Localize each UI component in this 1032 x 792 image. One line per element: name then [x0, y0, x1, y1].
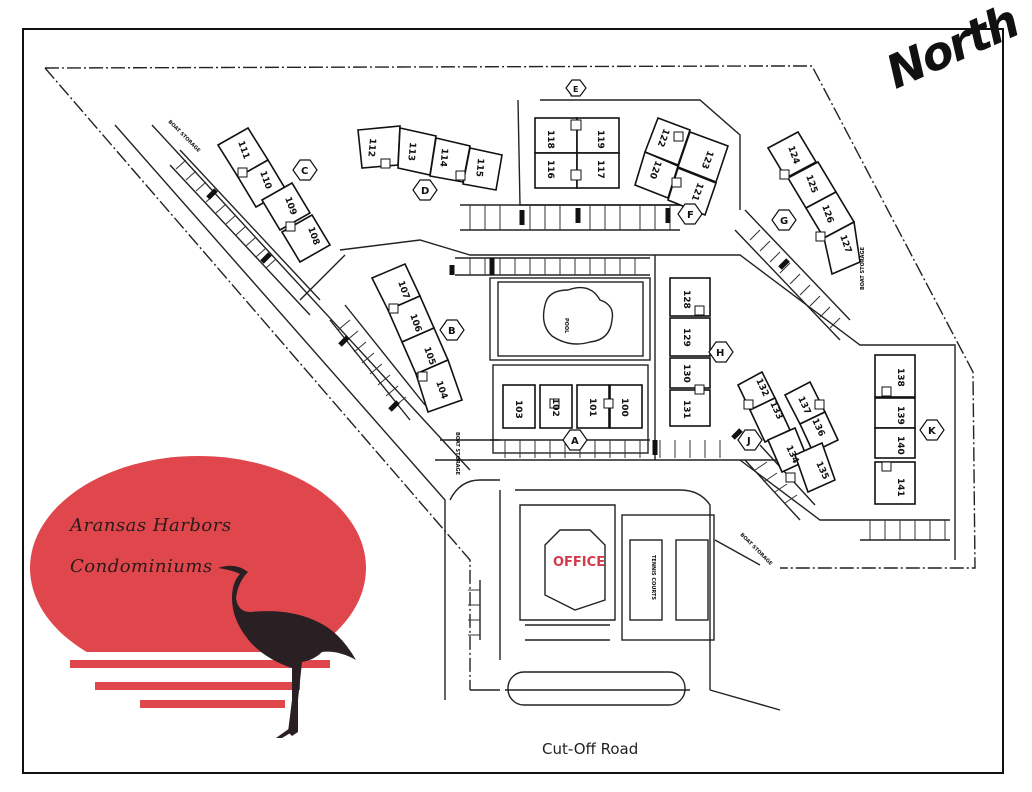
unit-130: 130: [681, 364, 691, 383]
unit-141: 141: [895, 478, 905, 497]
office-label: OFFICE: [553, 555, 606, 570]
building-letter-F: F: [687, 210, 694, 221]
building-letter-G: G: [780, 216, 788, 227]
unit-140: 140: [895, 436, 905, 455]
unit-114: 114: [437, 148, 449, 168]
unit-138: 138: [895, 368, 905, 387]
boat-storage-label-2: BOAT STORAGE: [860, 246, 866, 290]
unit-102: 102: [550, 398, 560, 417]
building-letter-H: H: [716, 348, 724, 359]
building-letter-A: A: [571, 436, 579, 447]
logo-title-line2: Condominiums: [70, 556, 213, 577]
unit-129: 129: [681, 328, 691, 347]
tennis-label: TENNIS COURTS: [650, 555, 656, 600]
unit-117: 117: [595, 160, 605, 179]
road-label: Cut-Off Road: [542, 740, 639, 758]
logo-title-line1: Aransas Harbors: [70, 515, 232, 536]
building-letter-J: J: [746, 436, 751, 447]
unit-113: 113: [405, 142, 417, 162]
pool-label: POOL: [563, 318, 569, 334]
building-letter-E: E: [573, 85, 578, 94]
heron-icon: [218, 565, 356, 738]
sun-icon: [28, 456, 368, 732]
unit-118: 118: [545, 130, 555, 149]
unit-112: 112: [365, 138, 377, 158]
unit-101: 101: [587, 398, 597, 417]
building-letter-C: C: [301, 166, 308, 177]
building-letter-D: D: [421, 186, 429, 197]
building-letter-K: K: [928, 426, 937, 437]
boat-storage-label-3: BOAT STORAGE: [454, 432, 460, 476]
unit-139: 139: [895, 406, 905, 425]
unit-131: 131: [681, 400, 691, 419]
unit-115: 115: [473, 158, 485, 178]
unit-128: 128: [681, 290, 691, 309]
unit-100: 100: [619, 398, 629, 417]
unit-119: 119: [595, 130, 605, 149]
building-letter-B: B: [448, 326, 456, 337]
unit-103: 103: [513, 400, 523, 419]
unit-116: 116: [545, 160, 555, 179]
